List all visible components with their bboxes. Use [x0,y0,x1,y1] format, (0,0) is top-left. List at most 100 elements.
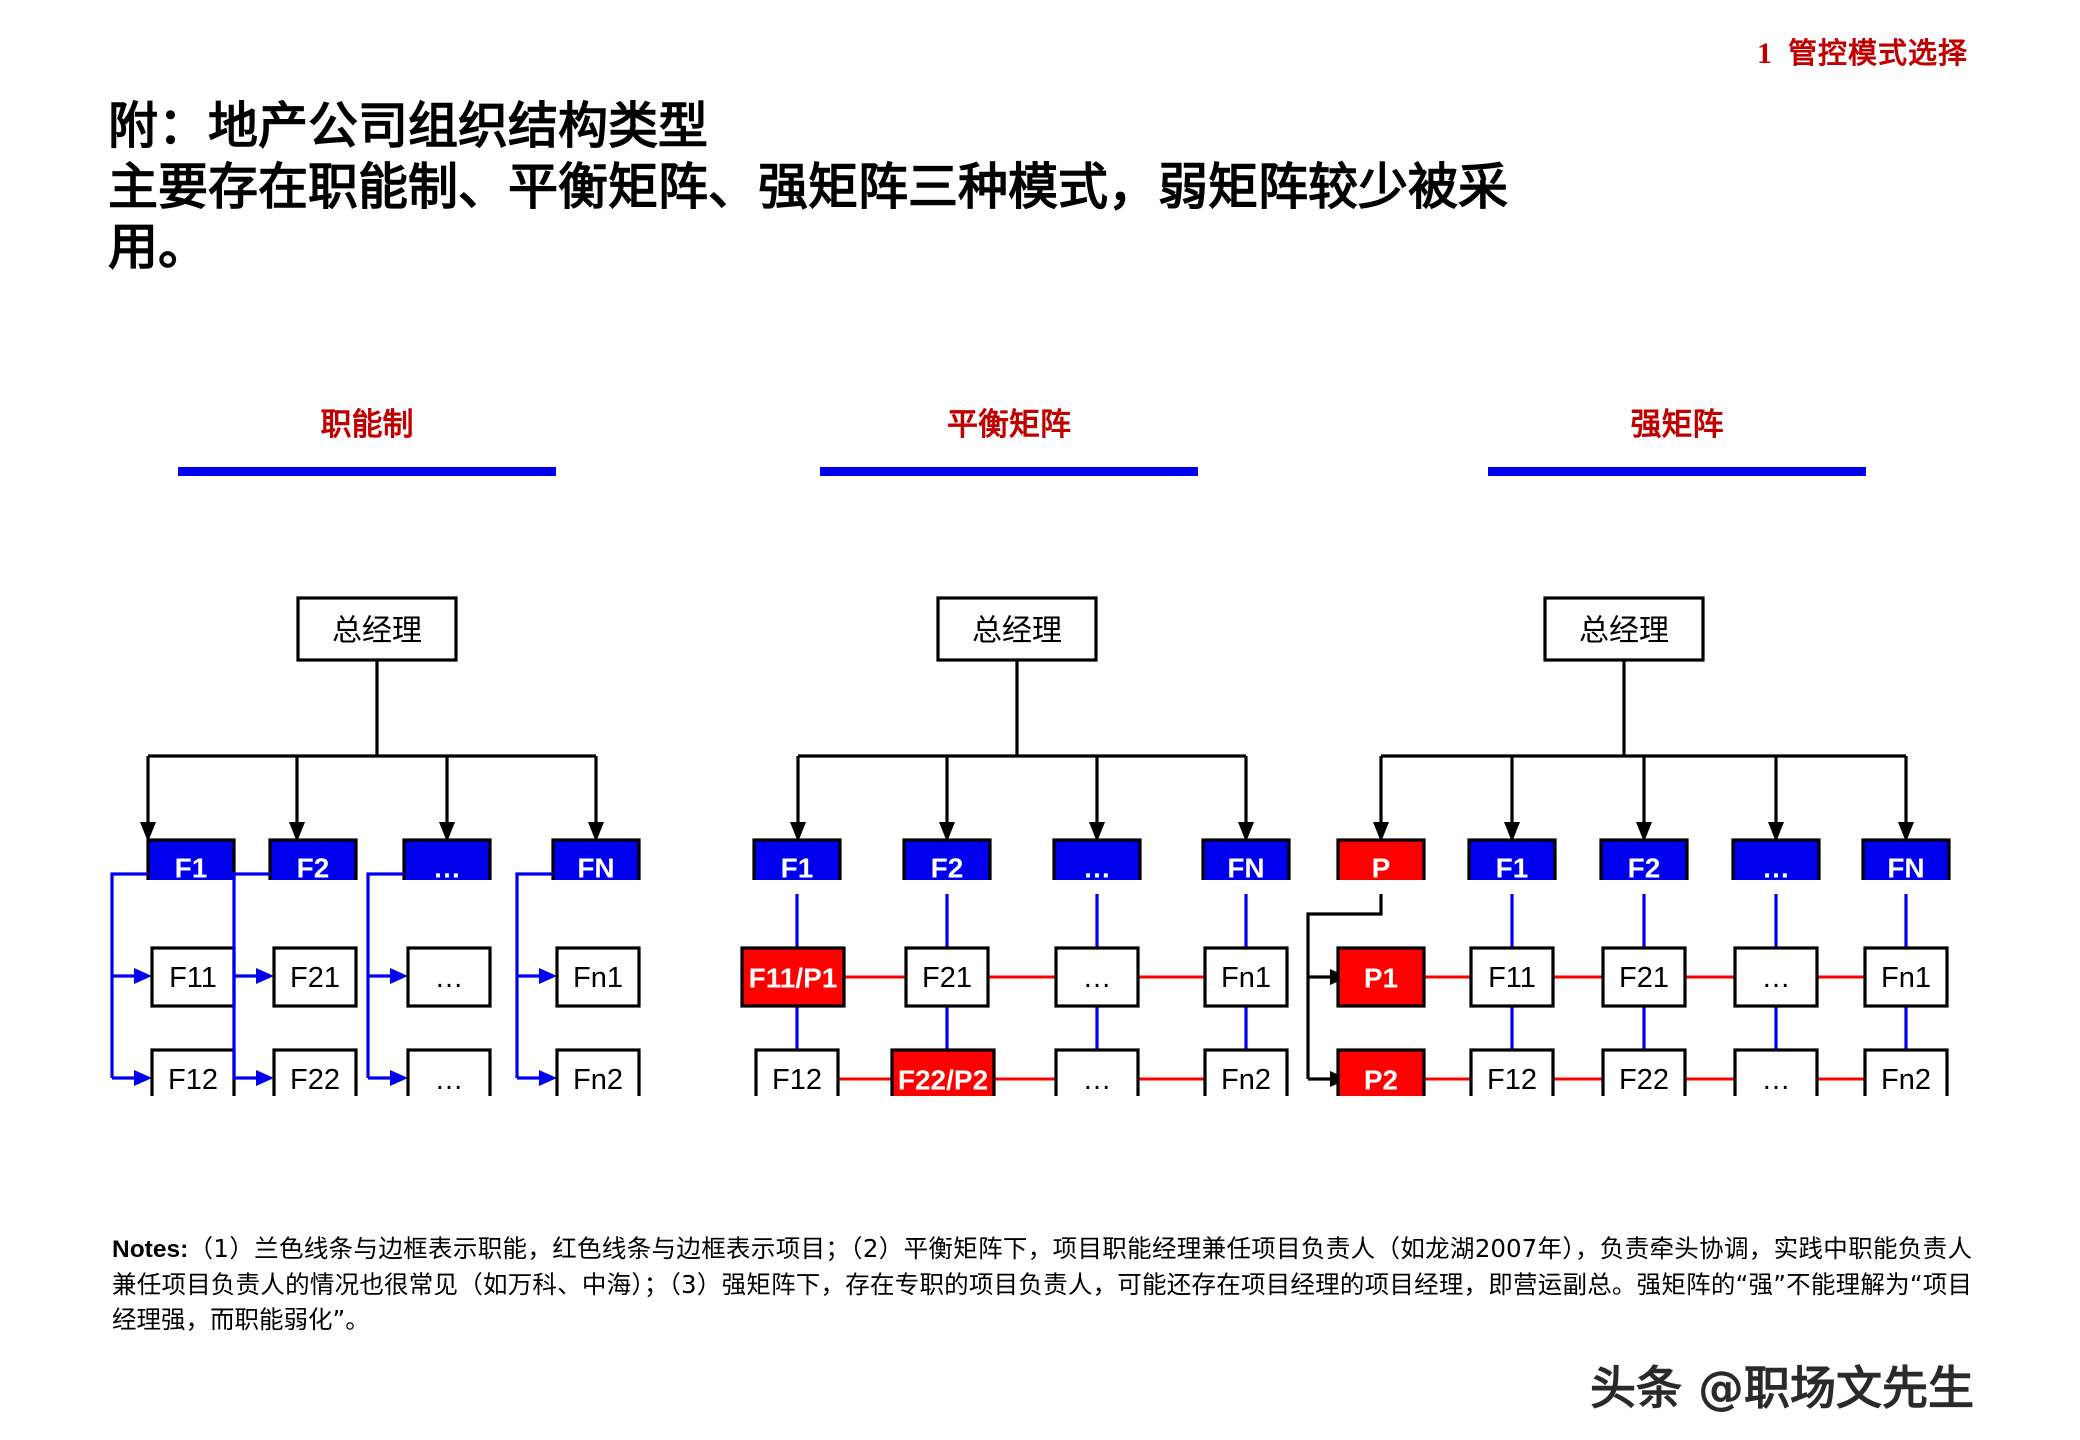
node-top-1[interactable] [146,838,236,880]
node-sub-4-1[interactable] [1733,946,1819,1008]
node-top-2[interactable] [268,838,358,880]
node-sub-3-1[interactable] [1601,946,1687,1008]
node-sub-4-2-label: Fn2 [1221,1064,1271,1096]
diagram-strong-lower: P1 F11 F21 … Fn1 P2 F12 F22 … Fn2 [1290,836,1990,1096]
header-number: 1 [1756,37,1772,70]
node-sub-2-2[interactable] [1469,1048,1555,1096]
arrow-fn-fn2 [539,1070,557,1086]
node-sub-4-2[interactable] [555,1048,641,1096]
title-line-2: 主要存在职能制、平衡矩阵、强矩阵三种模式，弱矩阵较少被采 [108,157,1508,216]
arrow-head-3 [439,822,455,842]
diagram-functional-lower: F11 F12 F21 F22 … … [90,836,650,1096]
node-root-box[interactable] [936,596,1098,662]
connector-p-trunk [1306,894,1383,1079]
node-top-2[interactable] [902,838,992,880]
node-top-3[interactable] [1052,838,1142,880]
column-heading-strong-bar [1488,467,1866,476]
arrow-head-3 [1636,822,1652,842]
node-top-4[interactable] [1731,838,1821,880]
node-top-3-label: F2 [1628,853,1661,881]
column-heading-balanced-bar [820,467,1198,476]
column-heading-balanced: 平衡矩阵 [820,410,1198,476]
column-heading-balanced-label: 平衡矩阵 [947,407,1071,443]
node-sub-2-2[interactable] [272,1048,358,1096]
arrow-head-1 [790,822,806,842]
node-sub-3-1[interactable] [1054,946,1140,1008]
node-top-5-label: FN [1887,853,1924,881]
node-sub-2-1-label: F21 [922,962,972,994]
diagram-strong: 总经理 P F1 F2 … FN [1290,590,1990,880]
node-sub-3-2[interactable] [406,1048,492,1096]
node-sub-1-2-label: F12 [772,1064,822,1096]
watermark: 头条 @职场文先生 [1590,1361,1975,1415]
node-top-5[interactable] [1861,838,1951,880]
node-sub-1-1[interactable] [1336,946,1426,1008]
connector-f2-bracket [232,872,270,1078]
arrow-head-5 [1898,822,1914,842]
node-sub-2-1[interactable] [272,946,358,1008]
node-top-3[interactable] [402,838,492,880]
node-top-3[interactable] [1599,838,1689,880]
node-top-2[interactable] [1467,838,1557,880]
node-top-3-label: … [1083,853,1111,881]
node-top-1-label: F1 [175,853,208,881]
node-sub-4-2-label: … [1762,1064,1791,1096]
node-sub-5-1[interactable] [1863,946,1949,1008]
node-sub-4-1-label: Fn1 [1221,962,1271,994]
arrow-f2-f22 [256,1070,274,1086]
node-root-box[interactable] [1543,596,1705,662]
node-sub-5-2-label: Fn2 [1881,1064,1931,1096]
node-top-1[interactable] [1336,838,1426,880]
node-root-label: 总经理 [332,614,422,649]
title-line-1: 附：地产公司组织结构类型 [108,97,708,155]
node-sub-4-2[interactable] [1733,1048,1819,1096]
node-sub-1-1-label: P1 [1364,963,1398,994]
node-root-box[interactable] [296,596,458,662]
arrow-head-1 [140,822,156,842]
node-sub-4-1[interactable] [1203,946,1289,1008]
node-sub-4-2-label: Fn2 [573,1064,623,1096]
node-top-4[interactable] [551,838,641,880]
arrow-f3-s32 [390,1070,408,1086]
arrow-f1-f12 [134,1070,152,1086]
node-root-label: 总经理 [1579,614,1669,649]
node-sub-5-2[interactable] [1863,1048,1949,1096]
node-sub-1-1[interactable] [150,946,236,1008]
node-sub-1-2[interactable] [1336,1048,1426,1096]
node-top-1-label: F1 [781,853,814,881]
node-sub-2-1-label: F21 [290,962,340,994]
title-line-3: 用。 [108,218,208,276]
node-sub-4-1[interactable] [555,946,641,1008]
node-sub-3-1-label: F21 [1619,962,1669,994]
node-sub-1-2-label: F12 [168,1064,218,1096]
node-sub-3-2[interactable] [1601,1048,1687,1096]
node-top-4-label: … [1762,853,1790,881]
node-sub-3-2[interactable] [1054,1048,1140,1096]
column-heading-functional: 职能制 [178,410,556,476]
node-top-4-label: FN [1227,853,1264,881]
node-sub-4-1-label: … [1762,962,1791,994]
arrow-f2-f21 [256,968,274,984]
arrow-head-2 [939,822,955,842]
arrow-head-2 [289,822,305,842]
node-sub-1-1-label: F11/P1 [749,963,838,994]
column-heading-strong-label: 强矩阵 [1630,407,1724,443]
node-top-4[interactable] [1201,838,1291,880]
node-sub-1-2[interactable] [150,1048,236,1096]
node-sub-2-1[interactable] [1469,946,1555,1008]
notes-block: Notes:（1）兰色线条与边框表示职能，红色线条与边框表示项目；（2）平衡矩阵… [112,1232,1972,1337]
node-sub-2-2[interactable] [890,1048,996,1096]
node-sub-2-1[interactable] [904,946,990,1008]
node-sub-1-1[interactable] [740,946,846,1008]
node-sub-1-2[interactable] [754,1048,840,1096]
node-sub-4-2[interactable] [1203,1048,1289,1096]
node-sub-5-1-label: Fn1 [1881,962,1931,994]
node-top-1[interactable] [752,838,842,880]
node-sub-1-2-label: P2 [1364,1065,1398,1096]
node-sub-3-1[interactable] [406,946,492,1008]
arrow-head-3 [1089,822,1105,842]
node-root-label: 总经理 [972,614,1062,649]
notes-body: （1）兰色线条与边框表示职能，红色线条与边框表示项目；（2）平衡矩阵下，项目职能… [112,1234,1972,1334]
node-sub-2-2-label: F12 [1487,1064,1537,1096]
